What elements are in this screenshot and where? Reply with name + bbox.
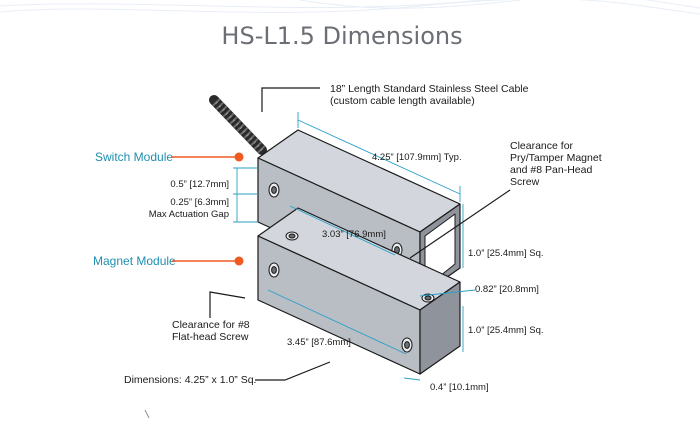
dim-square-bottom: 1.0” [25.4mm] Sq. (468, 325, 544, 336)
background-waves (0, 0, 700, 15)
magnet-module-label: Magnet Module (93, 254, 176, 268)
dim-gap: 0.25” [6.3mm] (170, 197, 229, 208)
cable-label-line2: (custom cable length available) (330, 95, 475, 107)
switch-module-label: Switch Module (95, 150, 173, 164)
magnet-module-body (257, 207, 461, 375)
clearance-bottom-line2: Flat-head Screw (172, 331, 249, 343)
magnet-mounting-holes (268, 231, 435, 353)
dim-end-hole: 0.82” [20.8mm] (475, 284, 539, 295)
clearance-top-line1: Clearance for (510, 140, 574, 152)
clearance-top-line3: and #8 Pan-Head (510, 164, 592, 176)
dim-overall: Dimensions: 4.25” x 1.0” Sq. (124, 374, 256, 386)
cable-label-line1: 18” Length Standard Stainless Steel Cabl… (330, 83, 529, 95)
dim-end-offset: 0.4” [10.1mm] (430, 382, 489, 393)
switch-module-marker (234, 152, 244, 162)
dimension-lines (233, 112, 476, 381)
dim-hole-spacing-bottom: 3.45” [87.6mm] (287, 337, 351, 348)
page-title: HS-L1.5 Dimensions (221, 22, 462, 50)
cable (209, 95, 267, 155)
dim-hole-offset: 0.5” [12.7mm] (170, 179, 229, 190)
decorative-tick (144, 409, 150, 419)
dim-hole-spacing-top: 3.03” [76.9mm] (322, 229, 386, 240)
dim-square-top: 1.0” [25.4mm] Sq. (468, 248, 544, 259)
dim-gap-label: Max Actuation Gap (149, 209, 229, 220)
magnet-module-marker (234, 256, 244, 266)
leader-lines (209, 87, 511, 381)
dim-switch-length: 4.25” [107.9mm] Typ. (372, 152, 462, 163)
clearance-top-line4: Screw (510, 176, 540, 188)
clearance-top-line2: Pry/Tamper Magnet (510, 152, 602, 164)
clearance-bottom-line1: Clearance for #8 (172, 319, 250, 331)
